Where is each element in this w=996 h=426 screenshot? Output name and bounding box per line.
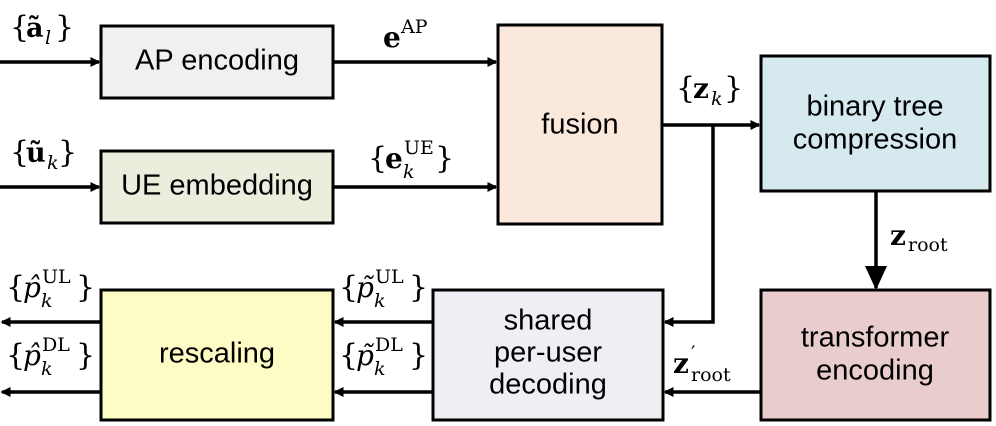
svg-text:UL: UL <box>375 266 404 288</box>
ue-embedding-label: UE embedding <box>121 170 313 202</box>
label-z-root-prime: z ′ root <box>673 341 731 386</box>
skip-to-decoding-arrow <box>663 125 715 327</box>
fusion-label: fusion <box>541 109 618 141</box>
svg-text:l: l <box>45 27 51 49</box>
transformer-label-line2: encoding <box>816 355 934 387</box>
label-p-hat-ul: { p̂ UL k } <box>6 266 95 312</box>
svg-text:k: k <box>711 88 723 110</box>
svg-text:}: } <box>409 270 428 305</box>
svg-text:UE: UE <box>404 137 434 159</box>
svg-text:p̂: p̂ <box>23 339 41 372</box>
svg-text:k: k <box>374 290 386 312</box>
svg-text:}: } <box>435 141 454 176</box>
svg-text:ũ: ũ <box>26 138 46 169</box>
svg-text:{: { <box>368 141 387 176</box>
svg-text:′: ′ <box>691 341 696 365</box>
svg-text:}: } <box>409 338 428 373</box>
ap-encoding-block: AP encoding <box>99 24 335 100</box>
ue-embedding-block: UE embedding <box>99 149 335 225</box>
svg-text:}: } <box>76 338 95 373</box>
svg-text:k: k <box>403 161 415 183</box>
binary-tree-label-line1: binary tree <box>806 91 943 123</box>
svg-text:DL: DL <box>375 334 403 356</box>
svg-text:z: z <box>693 72 709 105</box>
svg-text:e: e <box>385 142 403 175</box>
label-p-tilde-dl: { p̃ DL k } <box>339 334 428 380</box>
shared-per-user-decoding-block: shared per-user decoding <box>431 288 665 422</box>
svg-text:p̃: p̃ <box>356 339 375 372</box>
svg-text:DL: DL <box>42 334 70 356</box>
transformer-label-line1: transformer <box>801 322 950 354</box>
fusion-block: fusion <box>496 23 664 226</box>
label-z-k: { z k } <box>676 71 743 110</box>
label-e-ap: e AP <box>383 16 428 54</box>
svg-text:{: { <box>339 338 358 373</box>
label-z-root: z root <box>890 219 948 256</box>
svg-text:k: k <box>41 290 53 312</box>
transformer-encoding-block: transformer encoding <box>759 288 992 422</box>
svg-text:k: k <box>374 358 386 380</box>
label-a-l: { ã l } <box>10 10 74 49</box>
svg-text:UL: UL <box>42 266 71 288</box>
label-u-k: { ũ k } <box>10 135 77 174</box>
svg-text:root: root <box>691 364 731 386</box>
svg-text:AP: AP <box>400 16 428 38</box>
svg-text:e: e <box>383 21 401 54</box>
svg-text:{: { <box>339 270 358 305</box>
rescaling-block: rescaling <box>99 288 335 422</box>
svg-text:z: z <box>890 219 906 252</box>
label-p-hat-dl: { p̂ DL k } <box>6 334 95 380</box>
binary-tree-label-line2: compression <box>793 124 957 156</box>
svg-text:k: k <box>41 358 53 380</box>
svg-text:{: { <box>676 71 695 106</box>
binary-tree-compression-block: binary tree compression <box>759 54 992 193</box>
svg-text:ã: ã <box>26 13 44 44</box>
svg-text:{: { <box>6 338 25 373</box>
svg-text:p̃: p̃ <box>356 271 375 304</box>
label-p-tilde-ul: { p̃ UL k } <box>339 266 428 312</box>
label-e-ue: { e UE k } <box>368 137 454 183</box>
svg-text:}: } <box>76 270 95 305</box>
svg-text:{: { <box>10 135 29 170</box>
decoding-label-line1: shared <box>504 305 593 337</box>
svg-text:}: } <box>724 71 743 106</box>
svg-text:{: { <box>6 270 25 305</box>
ap-encoding-label: AP encoding <box>135 45 299 77</box>
svg-text:root: root <box>908 234 948 256</box>
decoding-label-line2: per-user <box>494 337 602 369</box>
svg-text:{: { <box>10 10 29 45</box>
rescaling-label: rescaling <box>159 338 275 370</box>
decoding-label-line3: decoding <box>489 369 607 401</box>
connectors <box>0 57 887 397</box>
svg-text:k: k <box>47 152 59 174</box>
svg-text:p̂: p̂ <box>23 271 41 304</box>
svg-text:}: } <box>58 135 77 170</box>
svg-text:z: z <box>673 347 689 380</box>
svg-text:}: } <box>55 10 74 45</box>
